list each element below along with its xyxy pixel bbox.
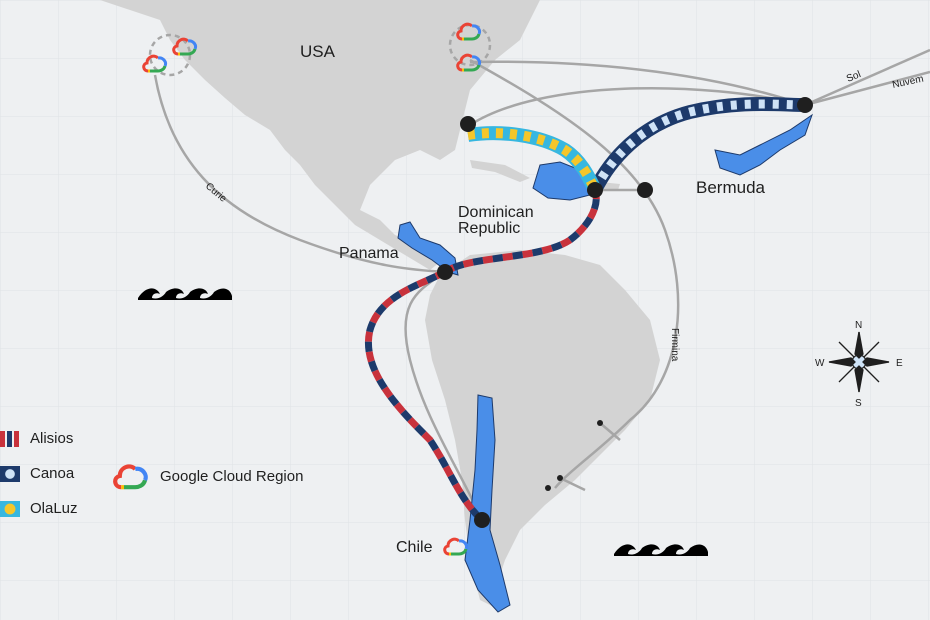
cable-nuvem-sol xyxy=(469,60,806,107)
cable-firmina xyxy=(469,58,680,489)
legend-swatch-alisios xyxy=(0,430,20,447)
place-label-usa: USA xyxy=(300,42,335,61)
cable-branch-2 xyxy=(559,476,586,492)
cable-olaluz-pattern xyxy=(467,128,600,193)
highlighted-countries xyxy=(397,113,813,613)
land-chile xyxy=(464,394,511,613)
cable-alisios xyxy=(365,268,485,523)
land-panama xyxy=(397,221,459,276)
google-cloud-icon xyxy=(172,37,197,56)
land-cuba xyxy=(470,160,530,182)
google-cloud-icon xyxy=(443,537,468,556)
compass-w: W xyxy=(815,358,825,369)
place-label-dominican-republic-2: Republic xyxy=(458,220,521,237)
landing-point-small-3 xyxy=(545,485,551,491)
landing-points xyxy=(437,97,813,528)
compass-s: S xyxy=(855,398,862,409)
legend-swatch-olaluz xyxy=(0,500,20,517)
compass-n: N xyxy=(855,320,862,331)
legend-label-cloud-region: Google Cloud Region xyxy=(160,467,304,485)
place-label-panama: Panama xyxy=(339,245,399,262)
cable-branch-1 xyxy=(599,422,621,441)
landing-point-dr-east xyxy=(637,182,653,198)
landing-point-bermuda xyxy=(797,97,813,113)
landing-point-chile xyxy=(474,512,490,528)
landing-point-small-1 xyxy=(597,420,603,426)
google-cloud-icon xyxy=(142,54,167,73)
google-cloud-icon xyxy=(113,464,148,490)
cable-canoa-pattern xyxy=(590,99,806,193)
cable-alisios-2-navy xyxy=(443,188,600,276)
legend-label-canoa: Canoa xyxy=(30,465,75,482)
legend-label-olaluz: OlaLuz xyxy=(30,500,78,517)
legend-item-canoa: Canoa xyxy=(0,465,74,482)
legend-item-olaluz: OlaLuz xyxy=(0,500,78,517)
cable-east-1 xyxy=(804,48,930,107)
landing-point-small-2 xyxy=(557,475,563,481)
land-north-america xyxy=(100,0,540,270)
landing-point-florida xyxy=(460,116,476,132)
legend-item-alisios: Alisios xyxy=(0,430,73,447)
place-label-bermuda: Bermuda xyxy=(696,178,765,197)
legend-item-cloud-region: Google Cloud Region xyxy=(112,462,303,490)
place-label-chile: Chile xyxy=(396,539,433,556)
landing-point-dr xyxy=(587,182,603,198)
cable-east-2 xyxy=(804,70,930,107)
cables-gray xyxy=(153,48,930,521)
cable-florida-bermuda xyxy=(469,86,806,127)
wave-icon xyxy=(138,288,232,300)
compass-icon xyxy=(828,331,890,393)
land-bermuda xyxy=(714,113,813,176)
cable-label-sol: Sol xyxy=(845,69,863,85)
place-label-dominican-republic-1: Dominican xyxy=(458,204,534,221)
google-cloud-icon xyxy=(456,22,481,41)
legend-swatch-canoa xyxy=(0,465,20,482)
compass-e: E xyxy=(896,358,903,369)
legend-label-alisios: Alisios xyxy=(30,430,74,447)
cable-curie xyxy=(153,74,446,274)
cable-alisios-navy xyxy=(365,268,485,523)
landing-point-panama xyxy=(437,264,453,280)
cable-label-firmina: Firmina xyxy=(669,328,680,362)
cable-panama-chile xyxy=(404,270,484,521)
google-cloud-icon xyxy=(456,53,481,72)
wave-icon xyxy=(614,544,708,556)
cable-alisios-2 xyxy=(443,188,600,276)
